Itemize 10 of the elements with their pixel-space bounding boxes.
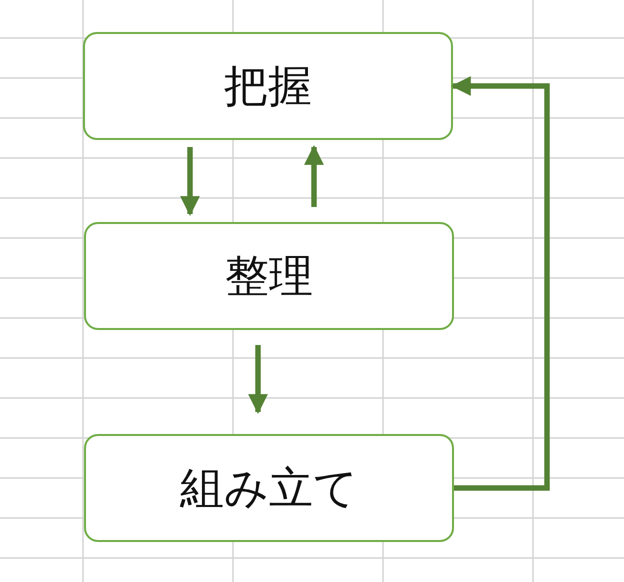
arrow xyxy=(248,345,268,414)
arrow xyxy=(304,145,324,207)
arrow xyxy=(180,147,200,216)
process-box xyxy=(84,434,454,542)
box-label: 把握 xyxy=(224,60,312,114)
box-label: 整理 xyxy=(225,250,313,304)
box-label: 組み立て xyxy=(180,462,358,516)
process-box xyxy=(84,222,454,330)
arrow xyxy=(451,76,550,491)
process-box xyxy=(83,32,453,140)
